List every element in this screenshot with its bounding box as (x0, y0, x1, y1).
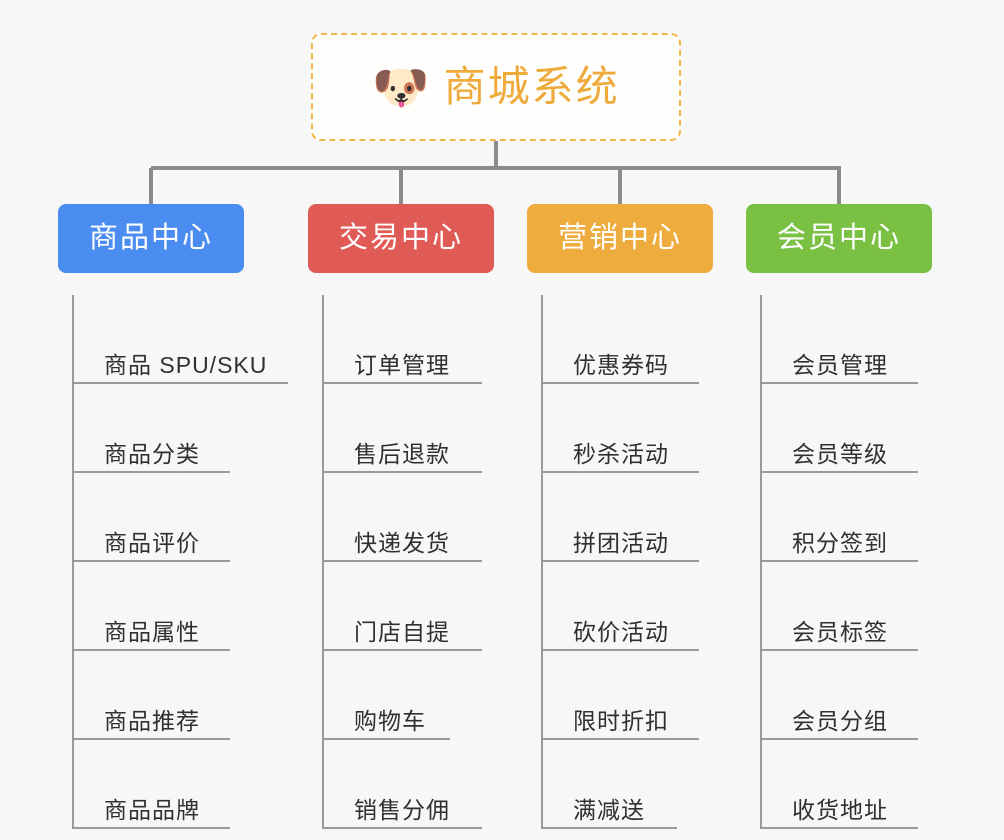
leaf-item[interactable]: 门店自提 (322, 562, 482, 651)
leaf-item[interactable]: 砍价活动 (541, 562, 699, 651)
leaf-label: 优惠券码 (573, 351, 669, 378)
leaf-list-member-center: 会员管理 会员等级 积分签到 会员标签 会员分组 收货地址 (760, 295, 966, 829)
root-node[interactable]: 🐶 商城系统 (311, 33, 681, 141)
leaf-label: 商品推荐 (104, 707, 200, 734)
leaf-list-marketing-center: 优惠券码 秒杀活动 拼团活动 砍价活动 限时折扣 满减送 (541, 295, 747, 829)
leaf-item[interactable]: 商品属性 (72, 562, 230, 651)
leaf-item[interactable]: 商品分类 (72, 384, 230, 473)
leaf-item[interactable]: 商品 SPU/SKU (72, 295, 288, 384)
leaf-item[interactable]: 快递发货 (322, 473, 482, 562)
dog-face-icon: 🐶 (372, 61, 430, 113)
leaf-label: 商品品牌 (104, 796, 200, 823)
leaf-item[interactable]: 订单管理 (322, 295, 482, 384)
leaf-item[interactable]: 会员标签 (760, 562, 918, 651)
leaf-label: 商品 SPU/SKU (104, 351, 268, 378)
leaf-item[interactable]: 积分签到 (760, 473, 918, 562)
leaf-label: 销售分佣 (354, 796, 450, 823)
leaf-item[interactable]: 会员等级 (760, 384, 918, 473)
leaf-item[interactable]: 满减送 (541, 740, 677, 829)
leaf-item[interactable]: 收货地址 (760, 740, 918, 829)
leaf-item[interactable]: 会员管理 (760, 295, 918, 384)
column-trunk-line (760, 295, 762, 829)
column-trunk-line (322, 295, 324, 829)
leaf-item[interactable]: 购物车 (322, 651, 450, 740)
leaf-item[interactable]: 商品评价 (72, 473, 230, 562)
branch-column-member-center: 会员中心 会员管理 会员等级 积分签到 会员标签 会员分组 收货地址 (746, 204, 966, 829)
leaf-item[interactable]: 秒杀活动 (541, 384, 699, 473)
leaf-item[interactable]: 拼团活动 (541, 473, 699, 562)
category-title: 交易中心 (338, 222, 463, 254)
column-trunk-line (72, 295, 74, 829)
category-header-marketing-center[interactable]: 营销中心 (527, 204, 713, 273)
category-title: 会员中心 (776, 222, 901, 254)
leaf-label: 商品评价 (104, 529, 200, 556)
category-header-product-center[interactable]: 商品中心 (58, 204, 244, 273)
column-trunk-line (541, 295, 543, 829)
leaf-label: 购物车 (354, 707, 426, 734)
leaf-list-product-center: 商品 SPU/SKU 商品分类 商品评价 商品属性 商品推荐 商品品牌 (72, 295, 288, 829)
leaf-label: 满减送 (573, 796, 645, 823)
leaf-item[interactable]: 优惠券码 (541, 295, 699, 384)
leaf-label: 会员标签 (792, 618, 888, 645)
leaf-label: 限时折扣 (573, 707, 669, 734)
leaf-list-trade-center: 订单管理 售后退款 快递发货 门店自提 购物车 销售分佣 (322, 295, 528, 829)
leaf-label: 订单管理 (354, 351, 450, 378)
leaf-label: 门店自提 (354, 618, 450, 645)
branch-column-marketing-center: 营销中心 优惠券码 秒杀活动 拼团活动 砍价活动 限时折扣 满减送 (527, 204, 747, 829)
leaf-item[interactable]: 商品推荐 (72, 651, 230, 740)
leaf-label: 积分签到 (792, 529, 888, 556)
leaf-item[interactable]: 售后退款 (322, 384, 482, 473)
leaf-label: 拼团活动 (573, 529, 669, 556)
branch-column-product-center: 商品中心 商品 SPU/SKU 商品分类 商品评价 商品属性 商品推荐 商品品牌 (58, 204, 288, 829)
page-title: 商城系统 (443, 63, 620, 110)
leaf-label: 砍价活动 (573, 618, 669, 645)
category-header-trade-center[interactable]: 交易中心 (308, 204, 494, 273)
leaf-item[interactable]: 会员分组 (760, 651, 918, 740)
leaf-item[interactable]: 销售分佣 (322, 740, 482, 829)
leaf-label: 秒杀活动 (573, 440, 669, 467)
leaf-label: 会员管理 (792, 351, 888, 378)
leaf-label: 售后退款 (354, 440, 450, 467)
leaf-item[interactable]: 限时折扣 (541, 651, 699, 740)
category-header-member-center[interactable]: 会员中心 (746, 204, 932, 273)
leaf-label: 商品分类 (104, 440, 200, 467)
leaf-label: 收货地址 (792, 796, 888, 823)
branch-column-trade-center: 交易中心 订单管理 售后退款 快递发货 门店自提 购物车 销售分佣 (308, 204, 528, 829)
leaf-item[interactable]: 商品品牌 (72, 740, 230, 829)
leaf-label: 会员分组 (792, 707, 888, 734)
leaf-label: 商品属性 (104, 618, 200, 645)
leaf-label: 会员等级 (792, 440, 888, 467)
category-title: 营销中心 (557, 222, 682, 254)
category-title: 商品中心 (88, 222, 213, 254)
leaf-label: 快递发货 (354, 529, 450, 556)
